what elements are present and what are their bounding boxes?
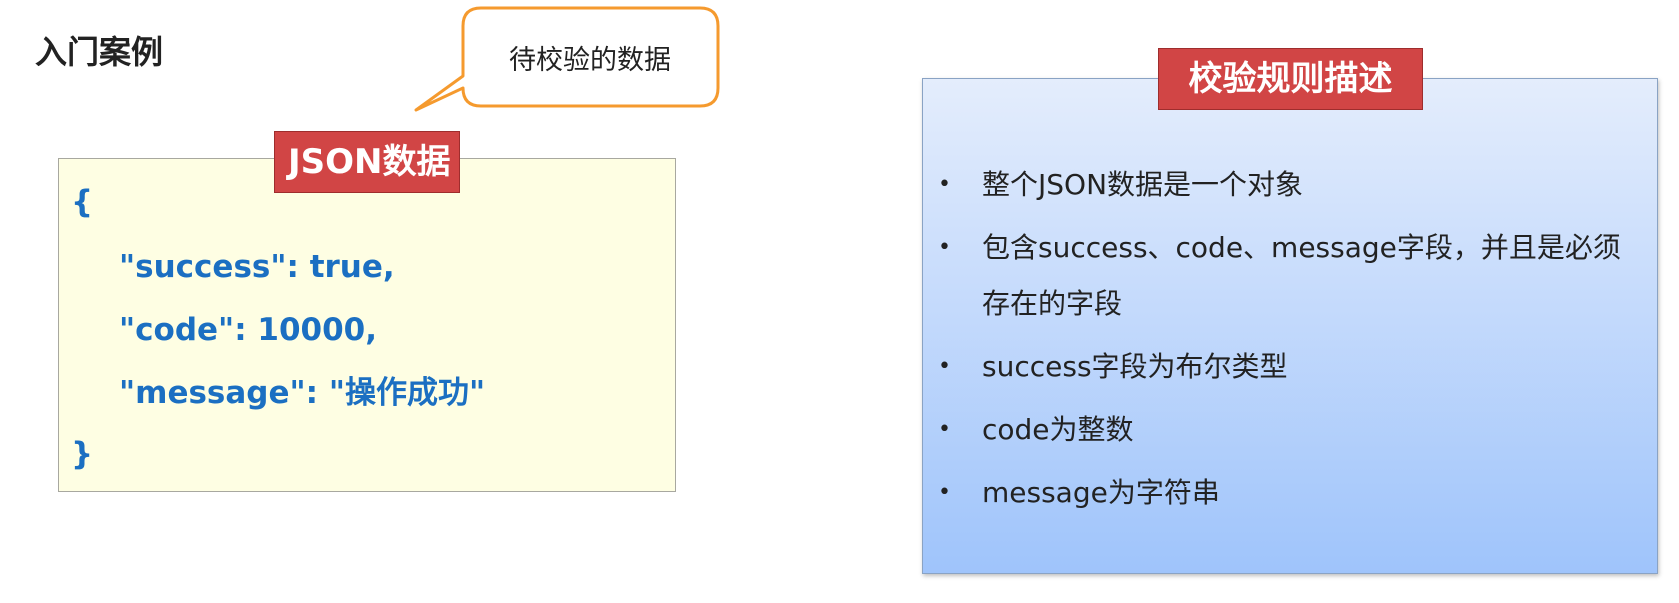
bullet-icon: • (938, 235, 951, 260)
json-line-code: "code": 10000, (119, 312, 378, 348)
bullet-icon: • (938, 172, 951, 197)
bullet-icon: • (938, 417, 951, 442)
rules-panel (922, 78, 1658, 574)
rule-item: • code为整数 (938, 402, 1648, 458)
bullet-icon: • (938, 480, 951, 505)
rule-item-text: 整个JSON数据是一个对象 (982, 168, 1304, 201)
page-title: 入门案例 (35, 33, 164, 71)
json-panel (58, 158, 676, 492)
rule-item: • success字段为布尔类型 (938, 339, 1648, 395)
json-line-success: "success": true, (119, 249, 395, 285)
json-panel-tag: JSON数据 (274, 131, 460, 193)
rule-item: • 包含success、code、message字段，并且是必须存在的字段 (938, 220, 1648, 332)
rule-item-text: message为字符串 (982, 476, 1220, 509)
bullet-icon: • (938, 354, 951, 379)
json-line-open-brace: { (71, 184, 94, 220)
json-line-close-brace: } (71, 436, 94, 472)
callout-text: 待校验的数据 (509, 44, 671, 76)
rule-item: • message为字符串 (938, 465, 1648, 521)
rules-panel-tag: 校验规则描述 (1158, 48, 1423, 110)
rule-item-text: success字段为布尔类型 (982, 350, 1288, 383)
rule-item-text: code为整数 (982, 413, 1134, 446)
rule-item: • 整个JSON数据是一个对象 (938, 157, 1648, 213)
rule-item-text: 包含success、code、message字段，并且是必须存在的字段 (982, 231, 1621, 320)
json-line-message: "message": "操作成功" (119, 375, 486, 411)
